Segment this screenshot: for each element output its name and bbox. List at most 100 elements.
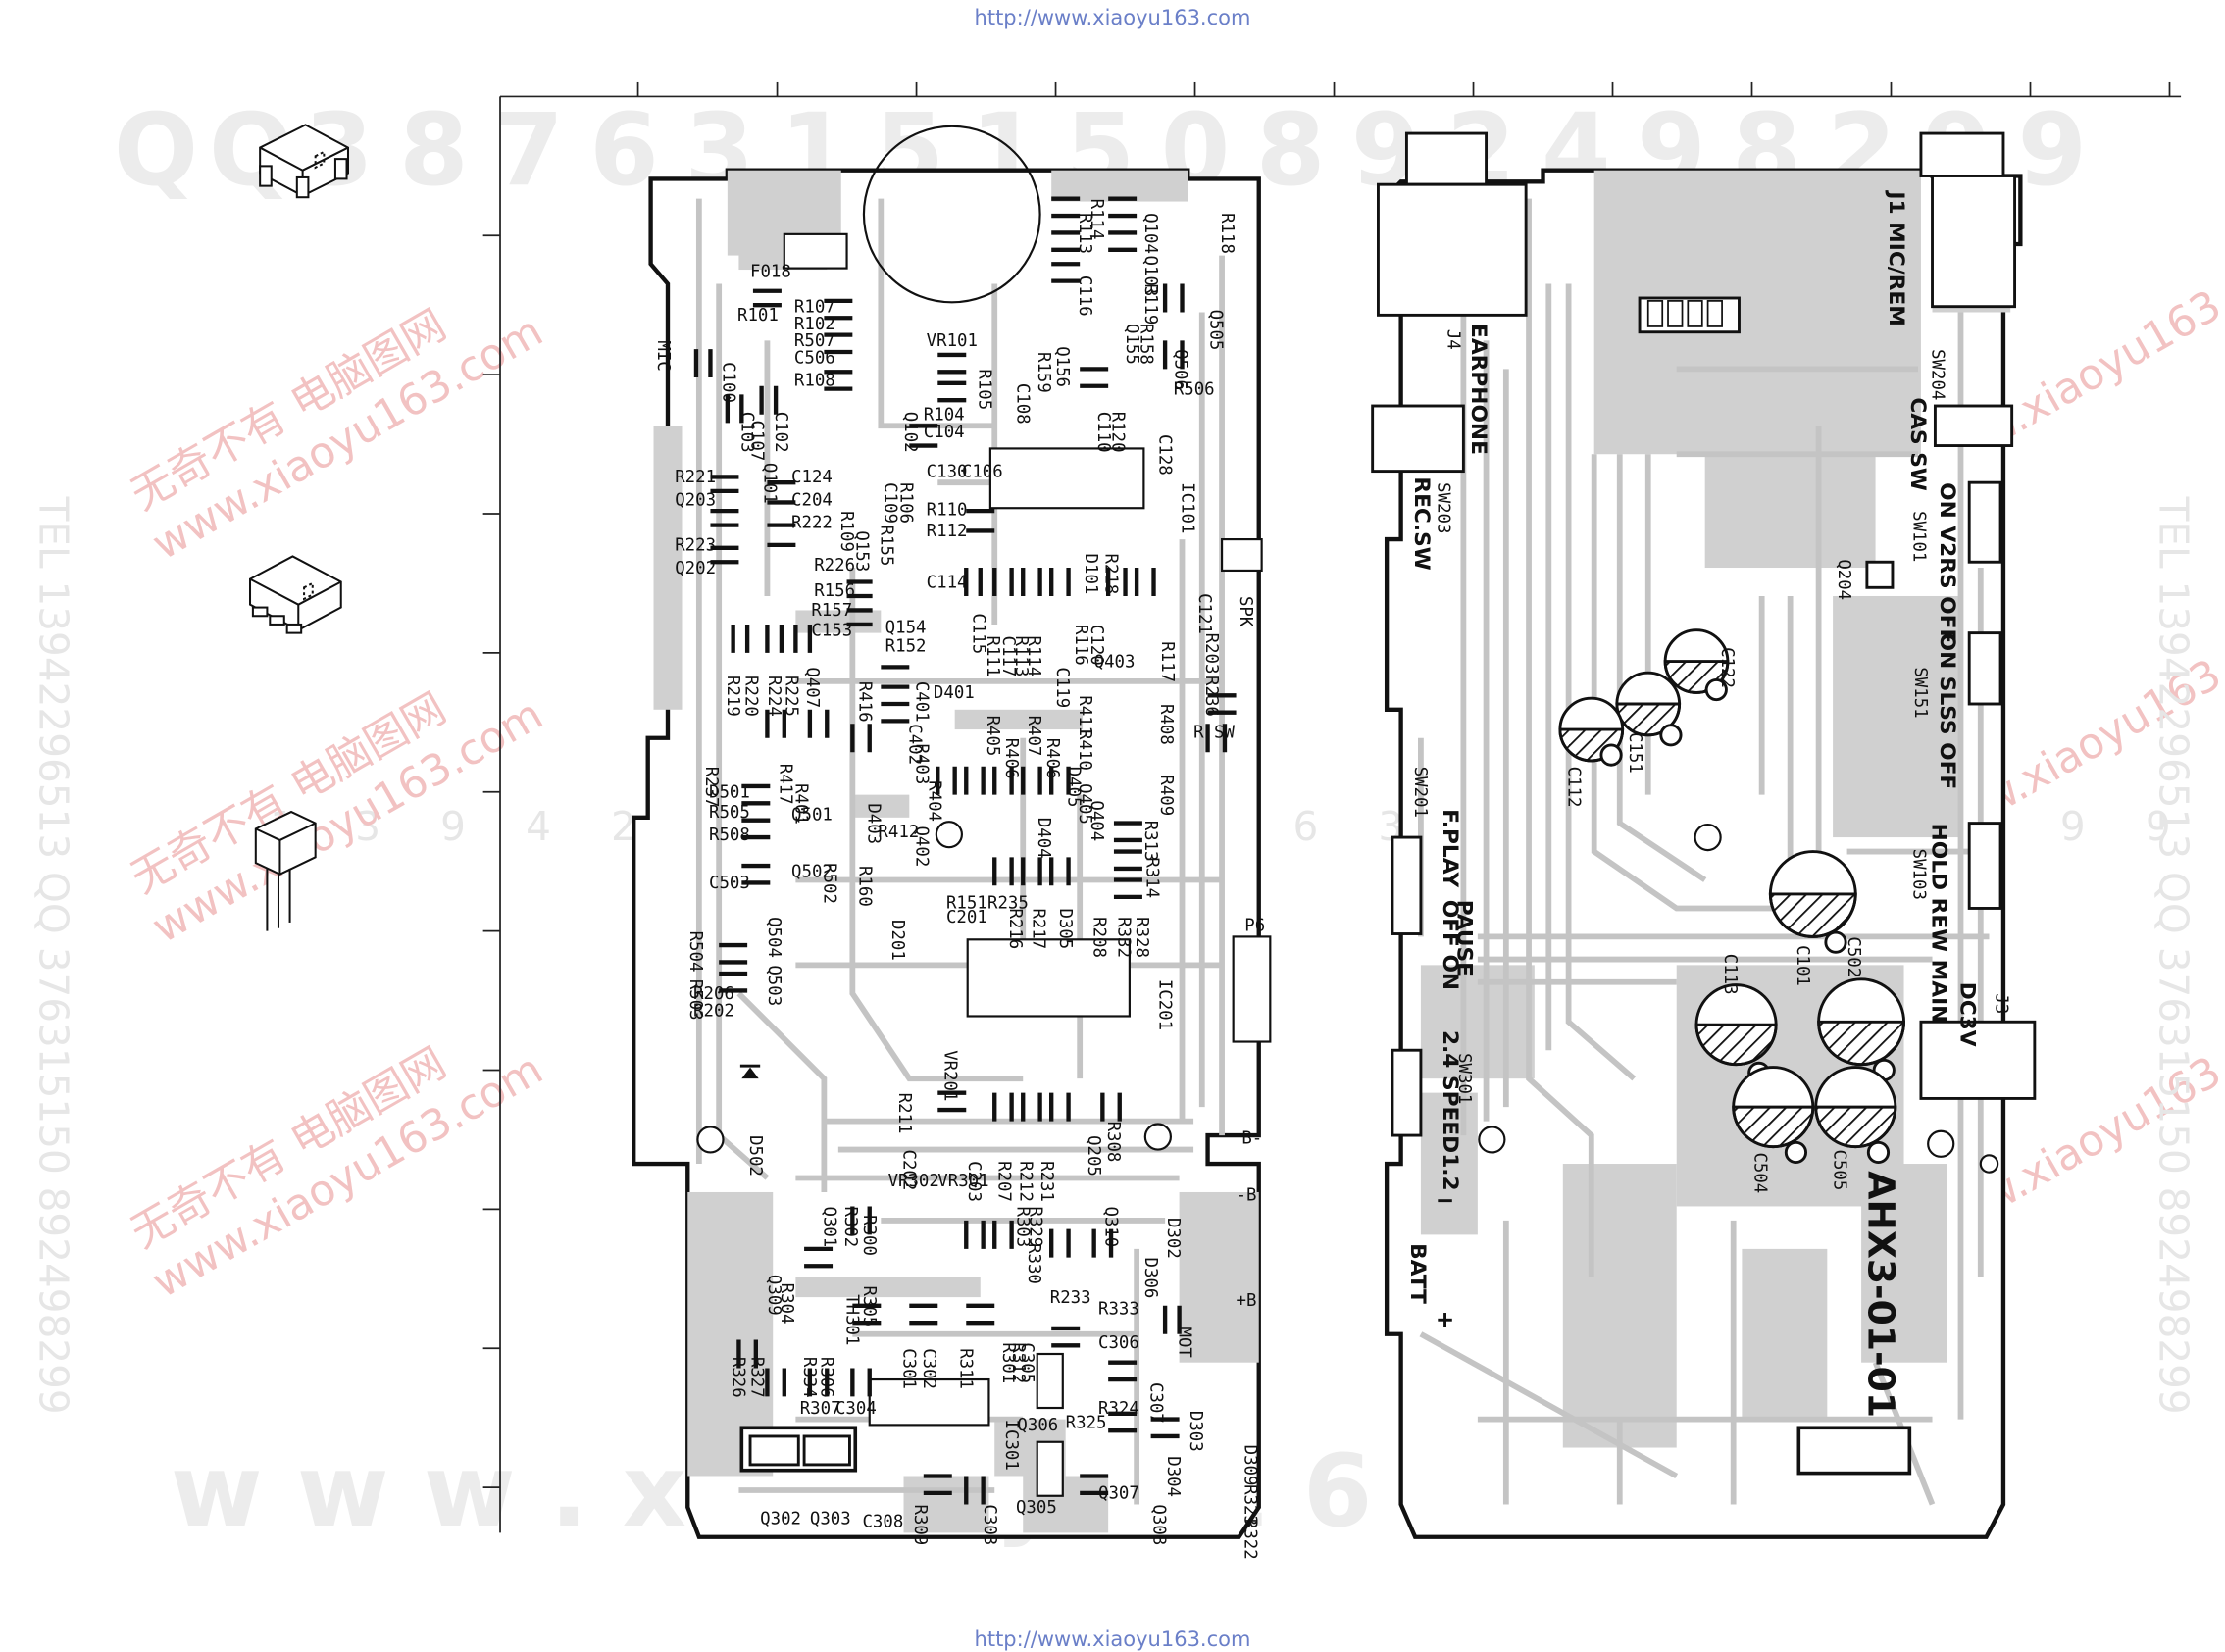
watermark-digit: 3 (355, 803, 380, 850)
component-label: Q402 (912, 826, 932, 868)
capacitor-c101-icon (1768, 850, 1857, 954)
component-label: C117 (998, 636, 1018, 677)
component-label: R304 (777, 1283, 796, 1325)
component-label: D309 (1239, 1445, 1259, 1486)
component-label: C107 (746, 420, 766, 461)
board-id-label: AHX3-01-01 (1859, 1171, 1902, 1418)
component-label: C116 (1075, 275, 1094, 317)
component-label: CAS SW (1905, 397, 1930, 491)
component-label: C301 (899, 1348, 919, 1389)
component-label: HOLD REW MAIN (1927, 824, 1951, 1024)
component-label: R312 (1008, 1342, 1028, 1383)
component-label: C110 (1093, 412, 1113, 453)
component-label: MIC (653, 340, 673, 371)
component-label: C104 (924, 423, 965, 442)
component-label: R106 (896, 482, 916, 524)
component-label: C503 (709, 874, 750, 893)
component-label: R404 (925, 780, 944, 822)
component-label: C151 (1625, 732, 1644, 774)
component-label: D305 (1055, 908, 1075, 949)
component-label: C112 (1564, 767, 1584, 808)
component-label: 2.4 SPEED1.2 (1438, 1030, 1462, 1191)
component-label: R406 (1001, 738, 1021, 779)
component-label: R406 (1042, 738, 1062, 779)
component-label: C204 (791, 490, 833, 510)
component-label: R111 (983, 636, 1002, 677)
component-label: R235 (987, 893, 1029, 913)
component-label: SW201 (1410, 767, 1430, 818)
component-label: IC101 (1177, 482, 1196, 533)
component-label: C302 (919, 1348, 938, 1389)
component-label: C108 (1012, 383, 1032, 425)
component-label: R502 (819, 863, 838, 904)
component-label: R326 (729, 1357, 748, 1398)
component-label: Q501 (791, 806, 833, 826)
component-label: EARPHONE (1466, 324, 1491, 455)
component-label: R101 (737, 306, 779, 325)
component-label: C305 (1017, 1342, 1037, 1383)
component-label: VR301 (937, 1172, 988, 1191)
component-label: F018 (750, 262, 791, 281)
component-label: +B (1237, 1291, 1257, 1311)
component-label: R156 (814, 581, 855, 601)
component-label: Q104 (1140, 213, 1160, 254)
chip-sot89-icon (248, 555, 342, 634)
component-label: C130 (927, 462, 968, 481)
component-label: R305 (859, 1286, 879, 1327)
component-label: MOT (1175, 1327, 1194, 1359)
component-label: C402 (904, 724, 924, 765)
component-label: D302 (1163, 1218, 1183, 1259)
component-label: C113 (1720, 954, 1740, 995)
component-label: R309 (910, 1504, 930, 1545)
component-label: R109 (836, 511, 856, 552)
component-label: R225 (781, 676, 800, 717)
component-label: Q202 (675, 559, 716, 578)
component-label: Q205 (1084, 1135, 1103, 1176)
component-label: R116 (1071, 625, 1090, 666)
url-bottom[interactable]: http://www.xiaoyu163.com (974, 1627, 1251, 1651)
component-label: Q301 (819, 1206, 838, 1247)
component-label: R333 (1098, 1299, 1139, 1319)
watermark-digit: 9 (2017, 92, 2087, 208)
component-label: PAUSE (1452, 900, 1477, 976)
component-label: R410 (1075, 729, 1094, 771)
component-label: C202 (899, 1150, 919, 1191)
component-label: R152 (885, 636, 927, 656)
component-label: R407 (1024, 716, 1043, 757)
component-label: BATT (1405, 1243, 1430, 1304)
component-label: R107 (794, 297, 835, 317)
component-label: R408 (1156, 704, 1176, 745)
component-label: R151 (946, 893, 987, 913)
component-label: D101 (1081, 554, 1100, 595)
chip-components-left (693, 196, 1237, 1505)
component-label: Q404 (1087, 800, 1106, 841)
component-label: C306 (1098, 1333, 1139, 1353)
component-label: Q310 (1100, 1206, 1120, 1247)
component-label: R222 (791, 514, 833, 533)
watermark-digit: 8 (1256, 92, 1326, 208)
component-label: SW301 (1454, 1053, 1474, 1104)
component-label: C203 (964, 1161, 984, 1202)
watermark-tel-left: TEL 13942296513 QQ 376315150 892498299 (30, 496, 77, 1415)
component-label: Q308 (1149, 1504, 1169, 1545)
component-label: D201 (887, 920, 907, 961)
component-label: F.PLAY (1438, 809, 1462, 887)
watermark-digit: 9 (2060, 803, 2086, 850)
component-label: Q153 (852, 530, 872, 572)
component-label: R417 (775, 764, 794, 805)
component-label: Q407 (802, 667, 822, 708)
component-label: R208 (1089, 917, 1109, 958)
component-label: D405 (1064, 767, 1084, 808)
component-label: D304 (1163, 1456, 1183, 1497)
component-label: R308 (1103, 1122, 1123, 1163)
watermark-digit: 6 (1293, 803, 1319, 850)
component-label: R112 (927, 522, 968, 541)
component-label: R412 (878, 823, 919, 842)
component-label: R329 (1025, 1206, 1044, 1247)
component-label: C304 (835, 1399, 877, 1419)
component-label: R104 (924, 405, 965, 425)
component-label: C119 (1052, 667, 1072, 708)
url-top[interactable]: http://www.xiaoyu163.com (974, 6, 1251, 29)
